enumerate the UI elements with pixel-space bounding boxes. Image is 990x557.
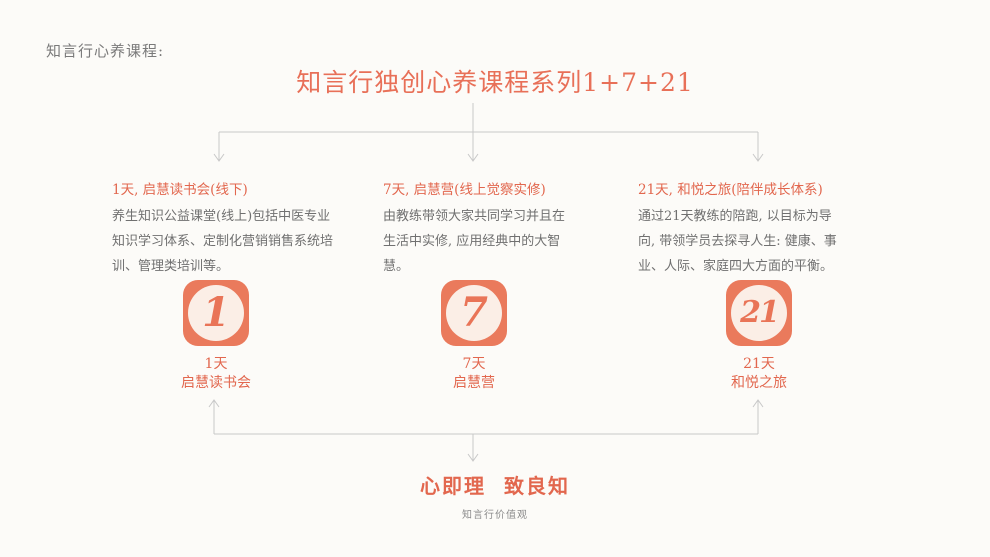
badge-caption-1: 1天 启慧读书会 xyxy=(136,355,296,393)
main-title: 知言行独创心养课程系列1+7+21 xyxy=(296,68,694,97)
badge-number: 1 xyxy=(188,285,244,341)
badge-1-icon: 1 xyxy=(183,280,249,346)
badge-number: 7 xyxy=(446,285,502,341)
badge-7-icon: 7 xyxy=(441,280,507,346)
caption-days: 1天 xyxy=(204,356,228,372)
program-description: 由教练带领大家共同学习并且在生活中实修, 应用经典中的大智慧。 xyxy=(383,209,566,274)
caption-name: 启慧营 xyxy=(453,375,495,391)
program-column-2: 7天, 启慧营(线上觉察实修) 由教练带领大家共同学习并且在生活中实修, 应用经… xyxy=(383,178,573,279)
motto-subtitle: 知言行价值观 xyxy=(462,510,528,521)
caption-name: 和悦之旅 xyxy=(731,375,787,391)
program-title: 7天, 启慧营(线上觉察实修) xyxy=(383,182,546,198)
program-title: 1天, 启慧读书会(线下) xyxy=(112,182,248,198)
program-column-3: 21天, 和悦之旅(陪伴成长体系) 通过21天教练的陪跑, 以目标为导向, 带领… xyxy=(638,178,848,279)
caption-days: 7天 xyxy=(462,356,486,372)
badge-21-icon: 21 xyxy=(726,280,792,346)
program-column-1: 1天, 启慧读书会(线下) 养生知识公益课堂(线上)包括中医专业知识学习体系、定… xyxy=(112,178,342,279)
badge-caption-3: 21天 和悦之旅 xyxy=(679,355,839,393)
program-description: 通过21天教练的陪跑, 以目标为导向, 带领学员去探寻人生: 健康、事业、人际、… xyxy=(638,209,837,274)
page-label: 知言行心养课程: xyxy=(46,42,165,60)
badge-caption-2: 7天 启慧营 xyxy=(394,355,554,393)
motto: 心即理 致良知 xyxy=(420,474,570,498)
program-description: 养生知识公益课堂(线上)包括中医专业知识学习体系、定制化营销销售系统培训、管理类… xyxy=(112,209,334,274)
badge-number: 21 xyxy=(731,285,787,341)
caption-days: 21天 xyxy=(743,356,775,372)
caption-name: 启慧读书会 xyxy=(181,375,251,391)
program-title: 21天, 和悦之旅(陪伴成长体系) xyxy=(638,182,823,198)
